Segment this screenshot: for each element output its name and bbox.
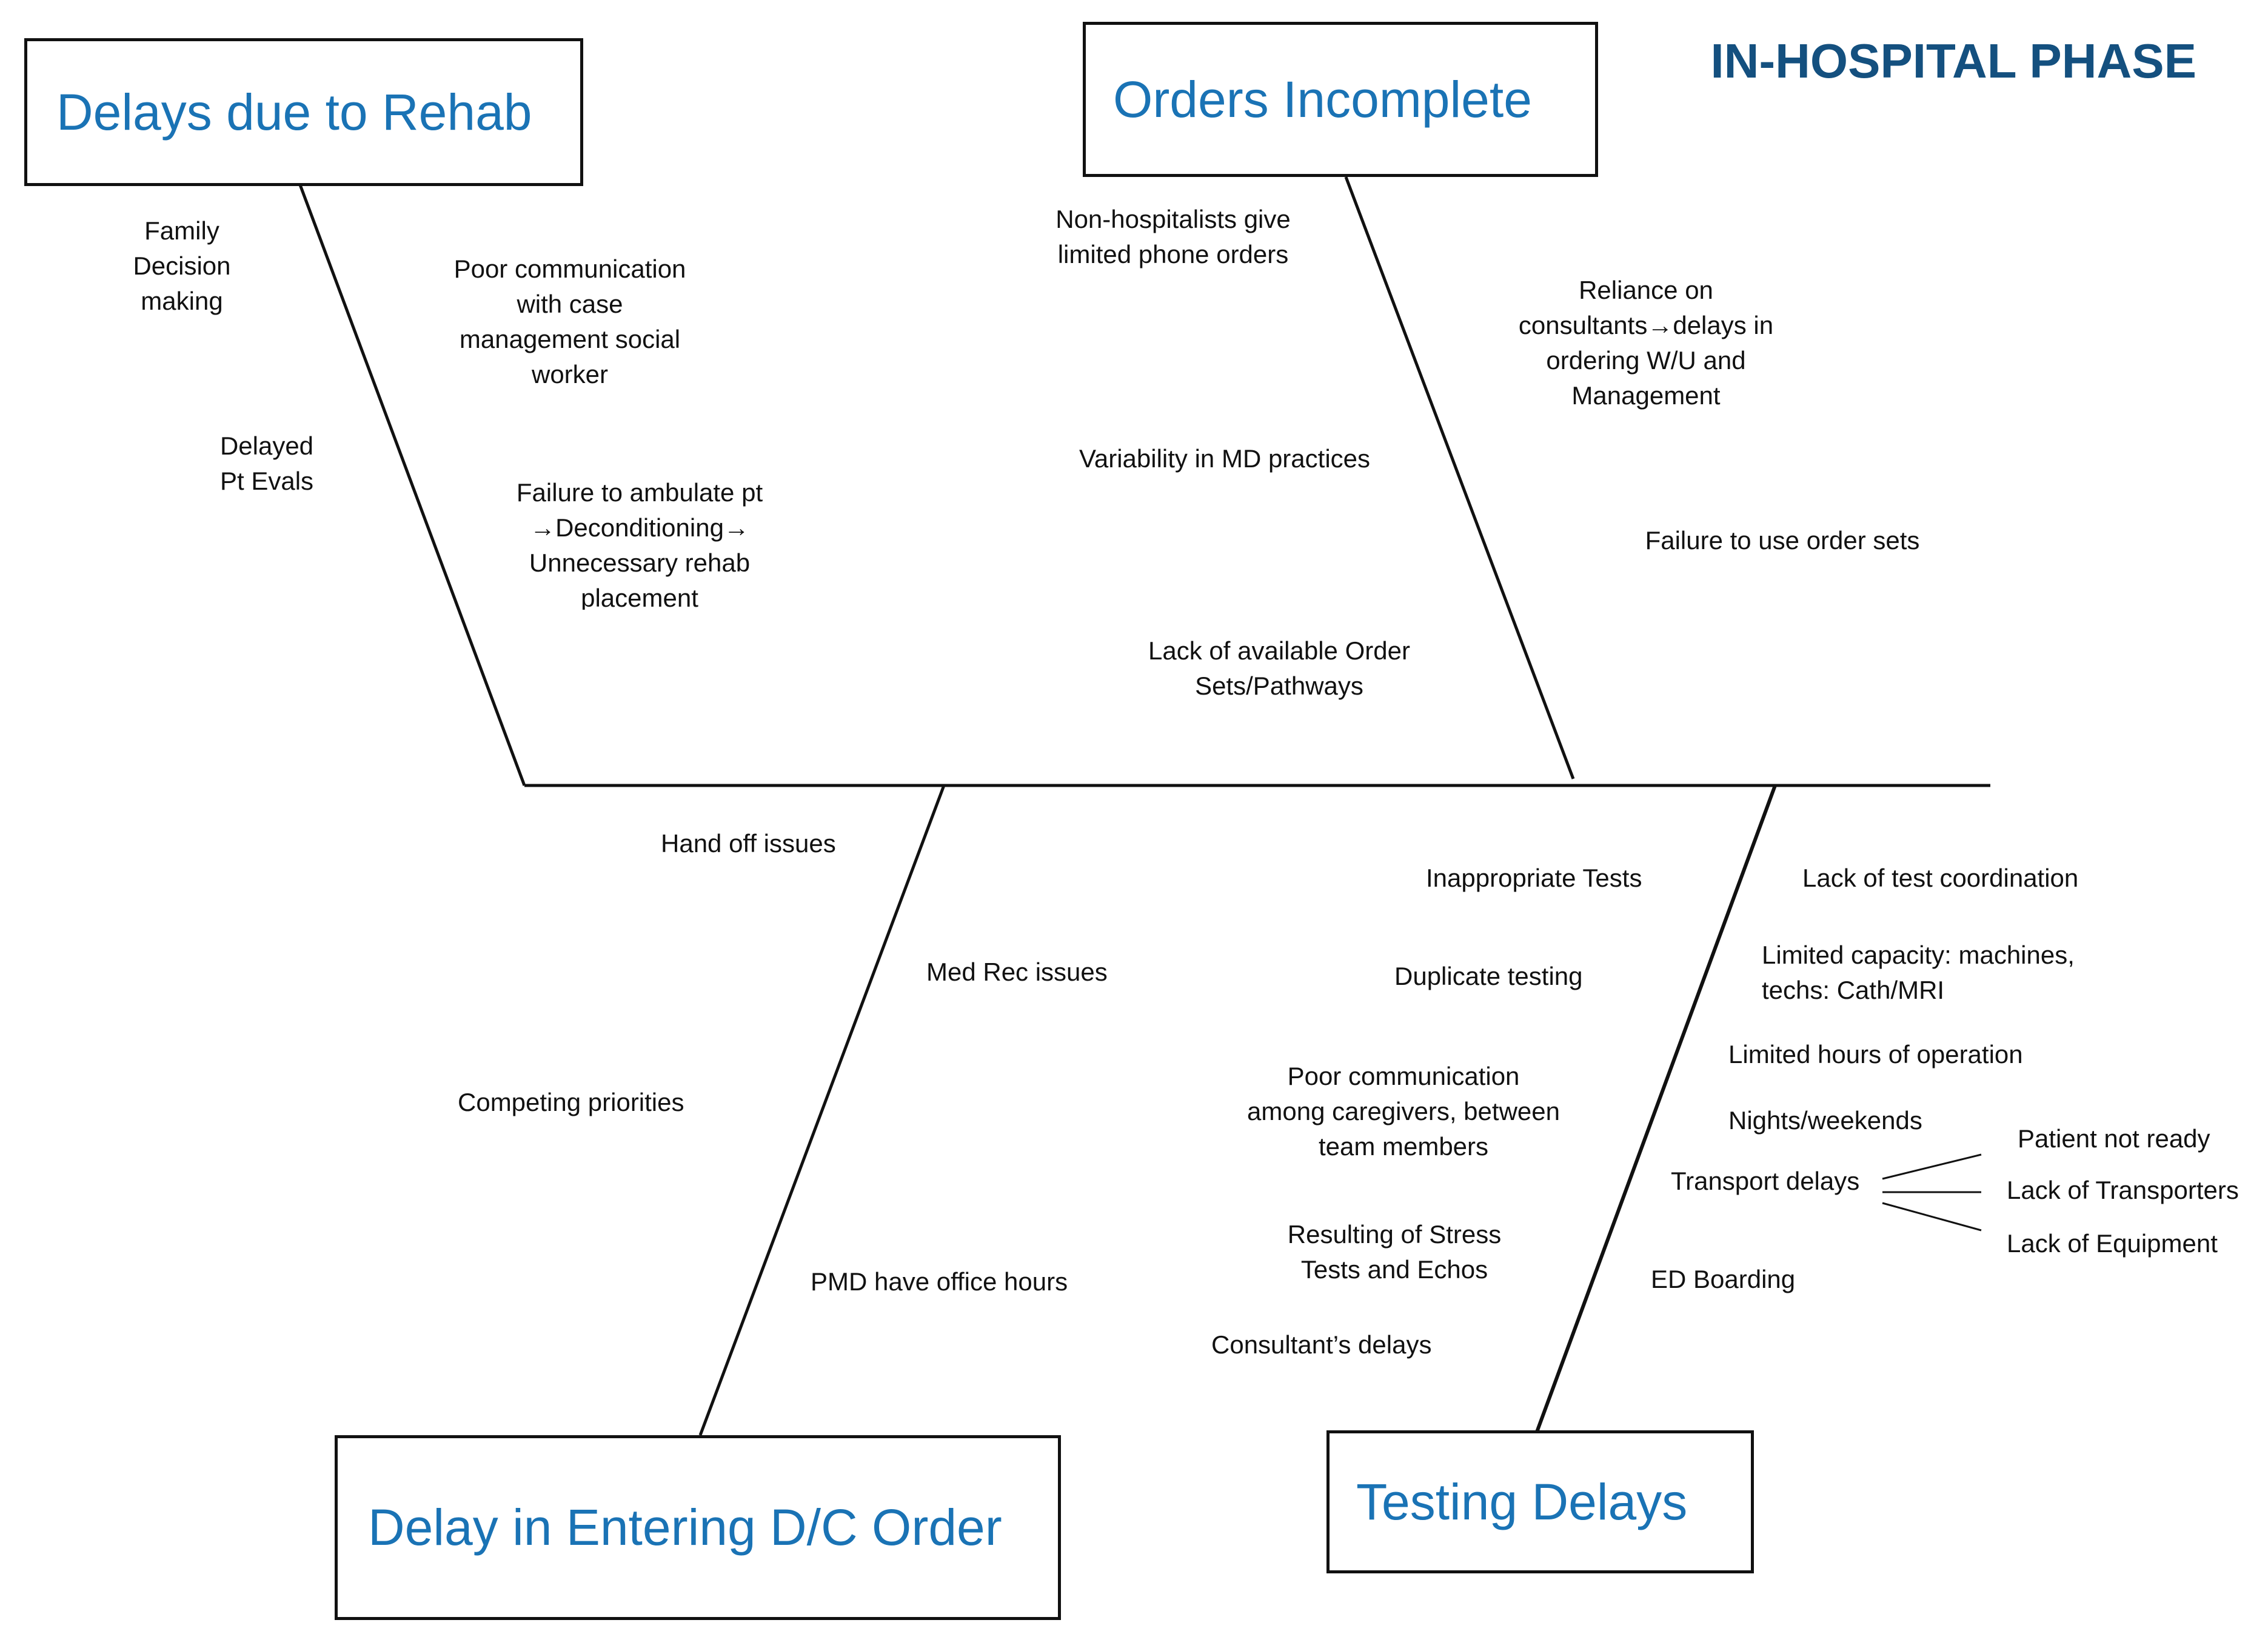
cause-failure-order-sets: Failure to use order sets	[1645, 526, 1920, 555]
cause-failure-to-ambulate: Failure to ambulate pt →Deconditioning→ …	[516, 478, 763, 610]
category-box-testing: Testing Delays	[1326, 1430, 1754, 1573]
orders-bone	[1344, 176, 1575, 779]
cause-pmd-office-hours: PMD have office hours	[811, 1267, 1068, 1296]
cause-hand-off-issues: Hand off issues	[661, 829, 836, 858]
cause-nights-weekends: Nights/weekends	[1728, 1106, 1922, 1135]
rehab-bone	[298, 184, 526, 786]
cause-duplicate-testing: Duplicate testing	[1394, 962, 1583, 990]
cause-consultant-delays: Consultant’s delays	[1211, 1330, 1432, 1359]
cause-limited-phone-orders: Non-hospitalists give limited phone orde…	[1055, 205, 1291, 268]
transport-branch-lower	[1882, 1202, 1982, 1232]
cause-test-coordination: Lack of test coordination	[1802, 864, 2079, 892]
testing-bone	[1534, 784, 1777, 1436]
sub-cause-patient-not-ready: Patient not ready	[2018, 1124, 2210, 1153]
cause-md-practice-variability: Variability in MD practices	[1079, 444, 1371, 473]
cause-competing-priorities: Competing priorities	[458, 1088, 684, 1116]
cause-lack-order-sets: Lack of available Order Sets/Pathways	[1148, 636, 1410, 700]
cause-poor-communication-caregivers: Poor communication among caregivers, bet…	[1247, 1062, 1560, 1161]
phase-title: IN-HOSPITAL PHASE	[1710, 34, 2196, 88]
category-box-orders: Orders Incomplete	[1083, 22, 1598, 177]
category-box-dc-order: Delay in Entering D/C Order	[335, 1435, 1061, 1620]
category-label-rehab: Delays due to Rehab	[56, 83, 532, 141]
cause-inappropriate-tests: Inappropriate Tests	[1426, 864, 1642, 892]
cause-limited-hours: Limited hours of operation	[1728, 1040, 2023, 1069]
category-label-testing: Testing Delays	[1356, 1473, 1688, 1530]
cause-ed-boarding: ED Boarding	[1651, 1265, 1796, 1293]
category-label-dc-order: Delay in Entering D/C Order	[368, 1499, 1002, 1556]
cause-delayed-evals: Delayed Pt Evals	[219, 432, 314, 495]
cause-med-rec-issues: Med Rec issues	[926, 958, 1108, 986]
cause-poor-communication-case-mgmt: Poor communication with case management …	[453, 255, 686, 385]
category-label-orders: Orders Incomplete	[1113, 70, 1532, 128]
cause-stress-tests-echos: Resulting of Stress Tests and Echos	[1287, 1220, 1502, 1284]
transport-branch-upper	[1882, 1153, 1982, 1180]
sub-cause-lack-of-transporters: Lack of Transporters	[2007, 1176, 2239, 1204]
cause-transport-delays: Transport delays	[1671, 1167, 1860, 1195]
category-box-rehab: Delays due to Rehab	[24, 38, 583, 186]
sub-cause-lack-of-equipment: Lack of Equipment	[2007, 1229, 2218, 1258]
cause-limited-capacity: Limited capacity: machines, techs: Cath/…	[1762, 941, 2075, 1004]
cause-family-decision: Family Decision making	[133, 216, 231, 315]
dc-order-bone	[698, 785, 946, 1436]
cause-reliance-on-consultants: Reliance on consultants→delays in orderi…	[1518, 276, 1774, 410]
